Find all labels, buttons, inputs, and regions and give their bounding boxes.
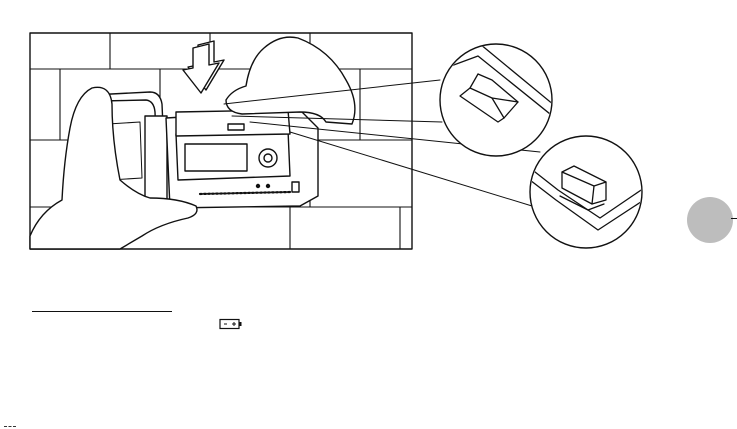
main-figure-panel: [30, 33, 412, 249]
section-tab-circle: [687, 197, 733, 243]
footnote-rule: [32, 311, 172, 312]
crop-mark: [4, 426, 16, 428]
camcorder-battery-illustration: [0, 0, 737, 300]
callout-detail-upper: [440, 44, 560, 156]
section-tab-tick: [731, 218, 737, 219]
battery-icon: [219, 318, 243, 330]
callout-detail-lower: [530, 136, 650, 248]
